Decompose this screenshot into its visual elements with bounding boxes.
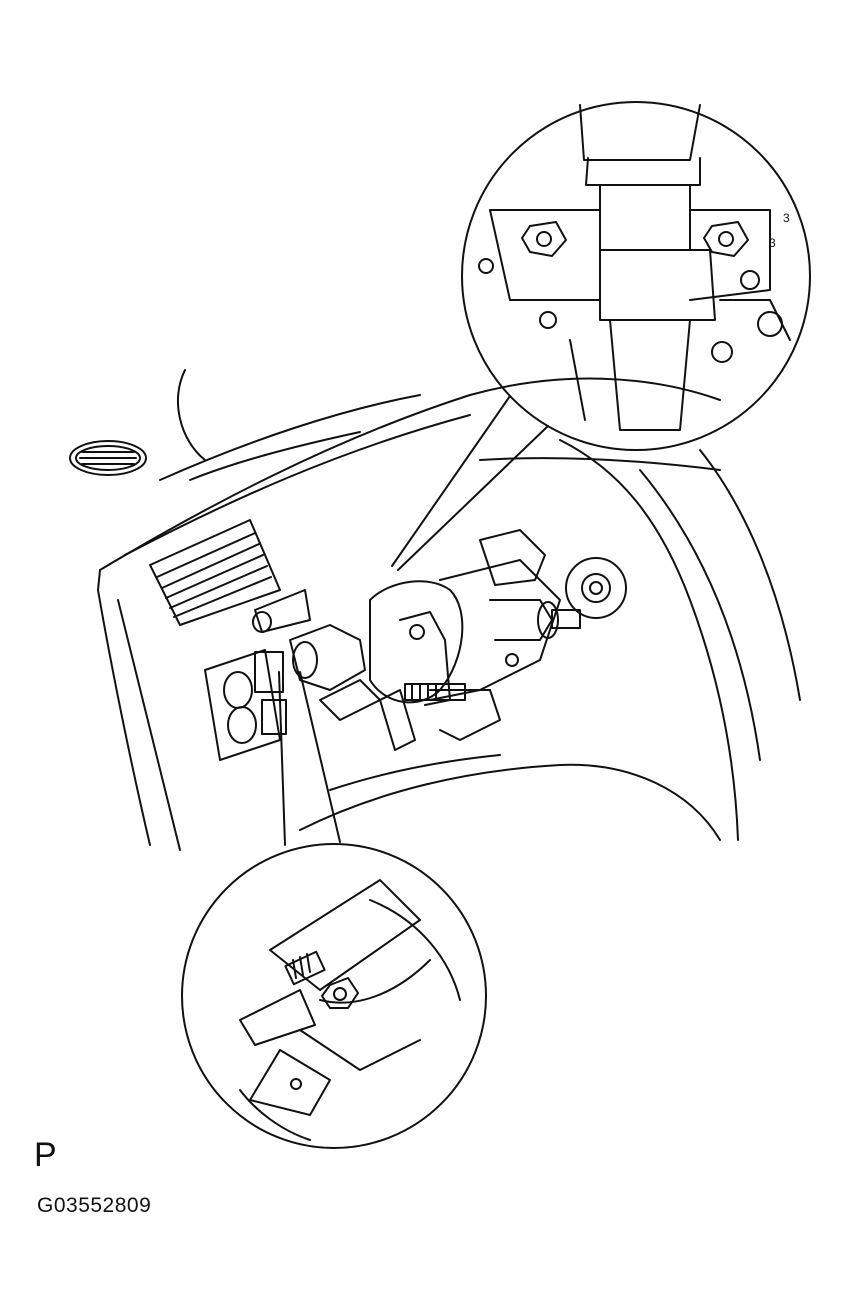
- steering-column-assembly: [253, 530, 626, 750]
- view-letter-label: P: [34, 1136, 57, 1174]
- lower-detail-callout: [182, 672, 486, 1148]
- svg-text:3: 3: [769, 236, 776, 250]
- air-vent: [150, 520, 280, 625]
- switch-panel: [205, 650, 286, 760]
- figure-code-label: G03552809: [37, 1194, 152, 1217]
- oval-vent-emblem: [70, 441, 146, 475]
- svg-text:3: 3: [783, 211, 790, 225]
- dashboard-outline: [98, 370, 800, 850]
- upper-detail-callout: 3 3: [392, 102, 810, 570]
